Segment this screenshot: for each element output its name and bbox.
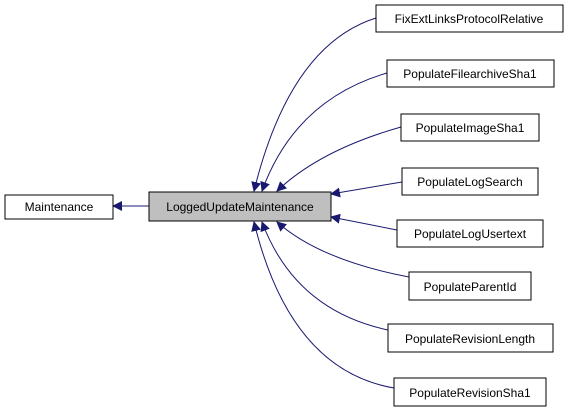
node-populatelogsearch[interactable]: PopulateLogSearch xyxy=(401,167,539,196)
node-populateimagesha1-label: PopulateImageSha1 xyxy=(416,121,525,135)
node-populatelogusertext-label: PopulateLogUsertext xyxy=(414,227,527,241)
node-populatelogsearch-label: PopulateLogSearch xyxy=(417,175,522,189)
node-fixextlinksprotocolrelative[interactable]: FixExtLinksProtocolRelative xyxy=(375,4,564,33)
edge-populatelogsearch xyxy=(330,181,403,198)
node-loggedupdatemaintenance: LoggedUpdateMaintenance xyxy=(148,191,332,222)
node-populateparentid[interactable]: PopulateParentId xyxy=(408,271,532,301)
edge-populateparentid xyxy=(276,221,410,278)
node-maintenance-label: Maintenance xyxy=(25,200,94,214)
node-populatefilearchivesha1[interactable]: PopulateFilearchiveSha1 xyxy=(386,59,555,88)
edge-populaterevisionsha1 xyxy=(251,221,395,389)
node-populatefilearchivesha1-label: PopulateFilearchiveSha1 xyxy=(403,67,537,81)
node-populaterevisionlength[interactable]: PopulateRevisionLength xyxy=(387,323,554,353)
node-maintenance[interactable]: Maintenance xyxy=(4,194,114,220)
edge-populatefilearchivesha1 xyxy=(260,72,388,192)
edge-populaterevisionlength xyxy=(260,221,389,331)
edge-populatelogusertext xyxy=(330,213,398,231)
node-populateparentid-label: PopulateParentId xyxy=(424,280,517,294)
node-fixextlinksprotocolrelative-label: FixExtLinksProtocolRelative xyxy=(395,12,544,26)
edge-populateimagesha1 xyxy=(276,126,402,192)
node-populateimagesha1[interactable]: PopulateImageSha1 xyxy=(400,113,540,142)
node-populaterevisionsha1[interactable]: PopulateRevisionSha1 xyxy=(393,377,547,407)
node-populaterevisionlength-label: PopulateRevisionLength xyxy=(405,332,535,346)
node-populaterevisionsha1-label: PopulateRevisionSha1 xyxy=(409,386,531,400)
inheritance-edges xyxy=(112,17,410,389)
node-populatelogusertext[interactable]: PopulateLogUsertext xyxy=(396,219,544,248)
node-loggedupdatemaintenance-label: LoggedUpdateMaintenance xyxy=(166,200,314,214)
edge-fixextlinksprotocolrelative xyxy=(251,17,377,192)
